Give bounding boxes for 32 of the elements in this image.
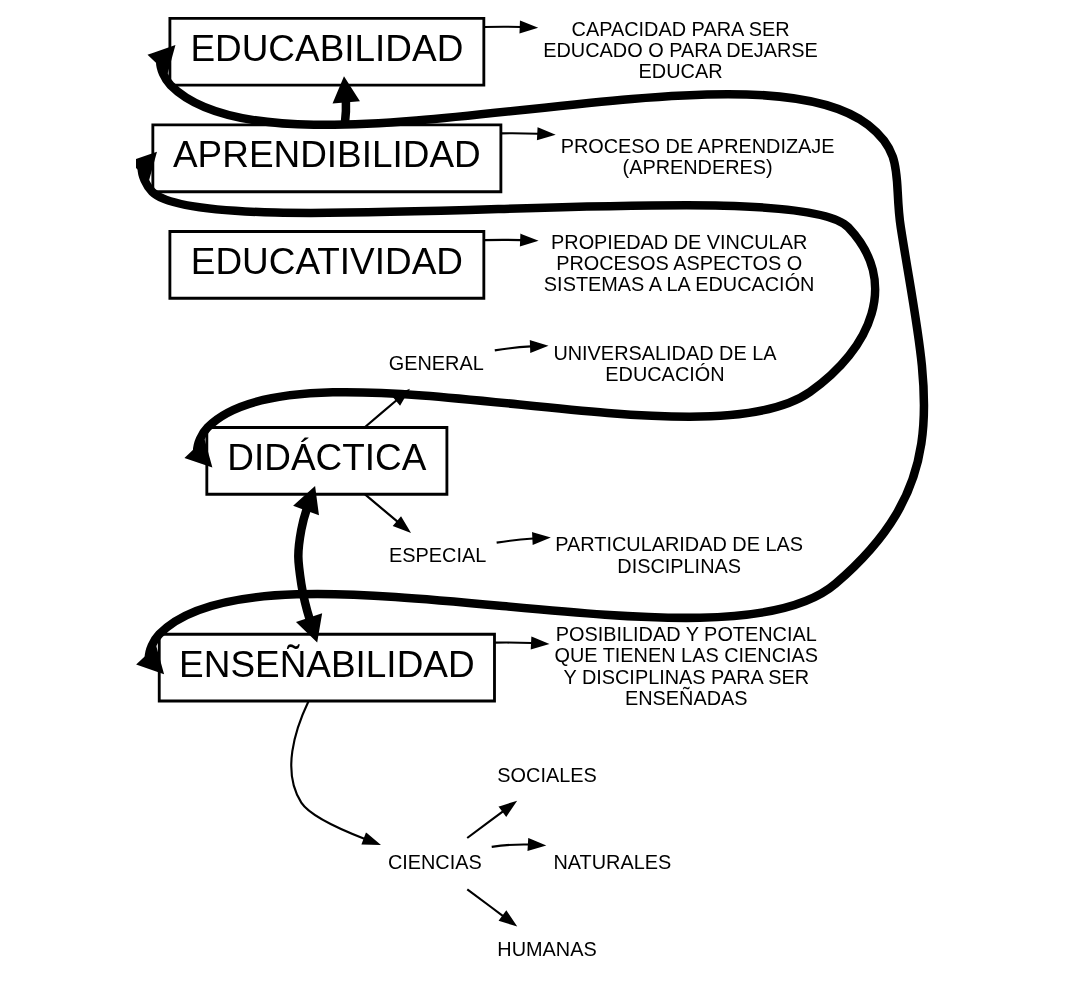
arrow: [484, 233, 539, 247]
arrow: [494, 636, 550, 650]
node-text: CAPACIDAD PARA SER EDUCADO O PARA DEJARSE EDUCAR: [543, 17, 818, 83]
arrow: [484, 20, 539, 34]
node-text: HUMANAS: [497, 937, 597, 960]
node-text: CIENCIAS: [387, 850, 482, 873]
node-text: PARTICULARIDAD DE LAS DISCIPLINAS: [555, 533, 804, 577]
arrow: [136, 45, 929, 675]
arrow: [293, 486, 323, 643]
node-text: ESPECIAL: [389, 544, 487, 567]
arrow: [466, 800, 518, 839]
node-text: POSIBILIDAD Y POTENCIAL QUE TIENEN LAS CIENCIAS Y DISCIPLINAS PARA SER ENSEÑADAS: [554, 622, 819, 709]
arrow: [364, 493, 412, 533]
node-text: GENERAL: [388, 352, 484, 375]
arrow: [290, 700, 381, 845]
node-box: ENSEÑABILIDAD: [157, 632, 496, 703]
arrow: [496, 532, 551, 545]
node-text: PROCESO DE APRENDIZAJE (APRENDERES): [560, 134, 835, 179]
node-box: EDUCATIVIDAD: [168, 230, 486, 300]
node-text: UNIVERSALIDAD DE LA EDUCACIÓN: [553, 341, 777, 385]
arrow: [363, 388, 410, 429]
arrow: [494, 339, 549, 353]
node-box: EDUCABILIDAD: [168, 17, 486, 87]
arrow: [466, 888, 518, 927]
node-box: APRENDIBILIDAD: [151, 123, 503, 194]
node-text: NATURALES: [553, 850, 672, 873]
node-text: PROPIEDAD DE VINCULAR PROCESOS ASPECTOS O SISTEMAS A LA EDUCACIÓN: [543, 230, 815, 296]
node-text: SOCIALES: [497, 764, 597, 787]
arrow: [501, 127, 556, 141]
node-box: DIDÁCTICA: [205, 426, 449, 496]
arrow: [136, 151, 879, 468]
arrow: [491, 838, 547, 851]
